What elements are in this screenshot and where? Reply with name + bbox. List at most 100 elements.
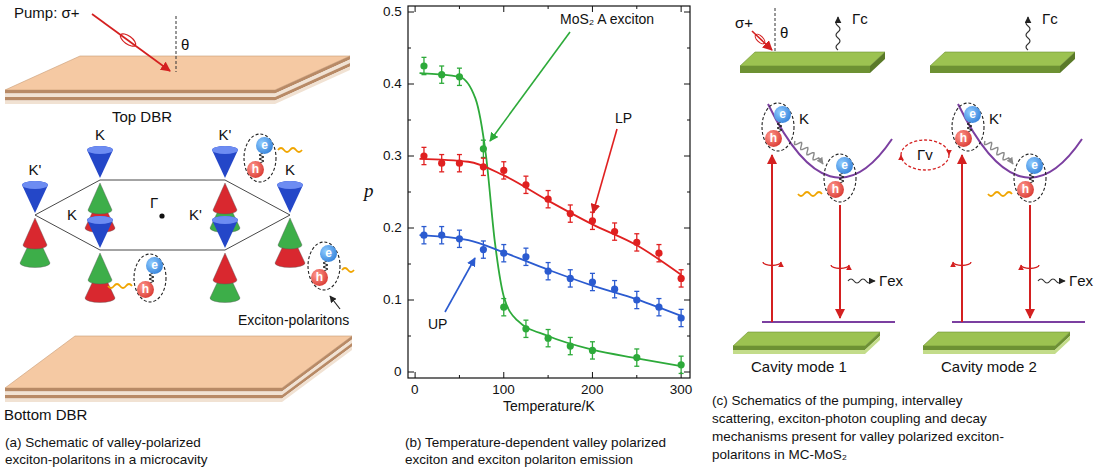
gamma-point [159, 213, 164, 218]
cavity-mirror-shape [733, 332, 880, 346]
rate-label: Γv [917, 146, 933, 163]
axis-tick [408, 300, 414, 301]
band-cone [22, 181, 48, 189]
band-cone [210, 216, 240, 302]
lower-polariton-series [634, 250, 639, 251]
electron-label: e [320, 245, 337, 262]
pump-label: Pump: σ+ [14, 4, 80, 21]
axis-tick-label: 0 [394, 364, 402, 380]
lower-polariton-series [439, 171, 444, 172]
upper-polariton-series [457, 247, 462, 248]
axis-tick-label: 0.4 [383, 76, 402, 92]
leader-arrow [445, 258, 475, 312]
cavity-mirror-shape [1055, 336, 1070, 354]
axis-tick [687, 48, 690, 49]
exciton-series [523, 337, 528, 338]
rate-label: Γc [852, 10, 868, 27]
band-cone [212, 216, 238, 224]
band-cone [212, 146, 238, 178]
axis-tick [415, 6, 416, 12]
upper-polariton-series [590, 290, 595, 291]
rate-label: Γc [1042, 10, 1058, 27]
rate-label: Γex [1069, 272, 1093, 289]
valley-label: K' [219, 126, 232, 143]
upper-polariton-series [656, 298, 661, 299]
cavity-mirror-shape [865, 336, 880, 354]
cavity-mirror-shape [733, 350, 865, 354]
dbr-mirror-shape [5, 395, 282, 399]
emission-arrow [839, 205, 841, 318]
exciton-series [421, 57, 426, 58]
exciton-series [420, 73, 682, 366]
upper-polariton-series [679, 309, 684, 310]
photon-wave [798, 192, 822, 196]
axis-title: p [364, 180, 374, 202]
band-cone [212, 146, 238, 154]
dbr-mirror-shape [5, 97, 275, 101]
axis-tick [415, 372, 416, 378]
exciton-series [500, 304, 507, 311]
panel-caption: (c) Schematics of the pumping, intervall… [712, 392, 1007, 464]
cavity-mirror [740, 52, 885, 66]
decay-wave [1026, 17, 1030, 50]
upper-polariton-series [438, 232, 445, 239]
cavity-mirror [870, 52, 885, 73]
dbr-mirror: Top DBR [0, 52, 356, 128]
exciton-series [438, 71, 445, 78]
upper-polariton-series [501, 244, 506, 245]
exciton-series [568, 337, 573, 338]
lower-polariton-series [500, 167, 507, 174]
brillouin-hexagon [35, 180, 290, 250]
exciton-series [501, 315, 506, 316]
upper-polariton-series [589, 278, 596, 285]
band-cone [213, 253, 237, 284]
upper-polariton-series [421, 243, 426, 244]
axis-tick-label: 300 [670, 382, 693, 398]
axis-tick-label: 0 [411, 382, 419, 398]
upper-polariton-series [545, 268, 552, 275]
lower-polariton-series [546, 207, 551, 208]
axis-tick [636, 375, 637, 378]
pump-arrow [771, 155, 773, 322]
dbr-mirror-shape [5, 399, 282, 403]
energy-baseline [762, 321, 895, 323]
upper-polariton-series [480, 246, 487, 253]
upper-polariton-series [420, 235, 682, 316]
photon-wave [278, 148, 302, 152]
exciton-series [481, 140, 486, 141]
upper-polariton-series [439, 226, 444, 227]
exciton-ellipse: eh [951, 102, 985, 152]
exciton-series [590, 358, 595, 359]
series-label: UP [428, 316, 447, 332]
plot-frame [408, 6, 690, 378]
band-cone [88, 253, 112, 284]
photon-wave [988, 192, 1012, 196]
band-cone [23, 218, 47, 249]
electron-label: e [146, 257, 163, 274]
hole-label: h [765, 130, 782, 147]
axis-tick [684, 228, 690, 229]
cavity-mirror-shape [923, 350, 1055, 354]
polarization-loop [754, 33, 767, 46]
axis-tick [408, 12, 414, 13]
exciton-series [421, 74, 426, 75]
lower-polariton-series [439, 154, 444, 155]
cavity-mirror-shape [733, 346, 865, 350]
exciton-ellipse-shape [762, 103, 794, 151]
hole-label: h [247, 161, 264, 178]
exciton-ellipse: eh [823, 153, 857, 203]
exciton-series [522, 325, 529, 332]
upper-polariton-series [523, 248, 528, 249]
rate-label: Γex [879, 272, 903, 289]
dispersion-curve [768, 104, 892, 178]
exciton-series [633, 354, 640, 361]
lower-polariton-series [678, 275, 685, 282]
band-cone [213, 183, 237, 214]
exciton-series [420, 62, 427, 69]
axis-tick [408, 372, 414, 373]
electron-label: e [964, 106, 981, 123]
band-cones [20, 146, 305, 303]
exciton-series [568, 354, 573, 355]
cavity-label: Cavity mode 2 [941, 358, 1037, 375]
